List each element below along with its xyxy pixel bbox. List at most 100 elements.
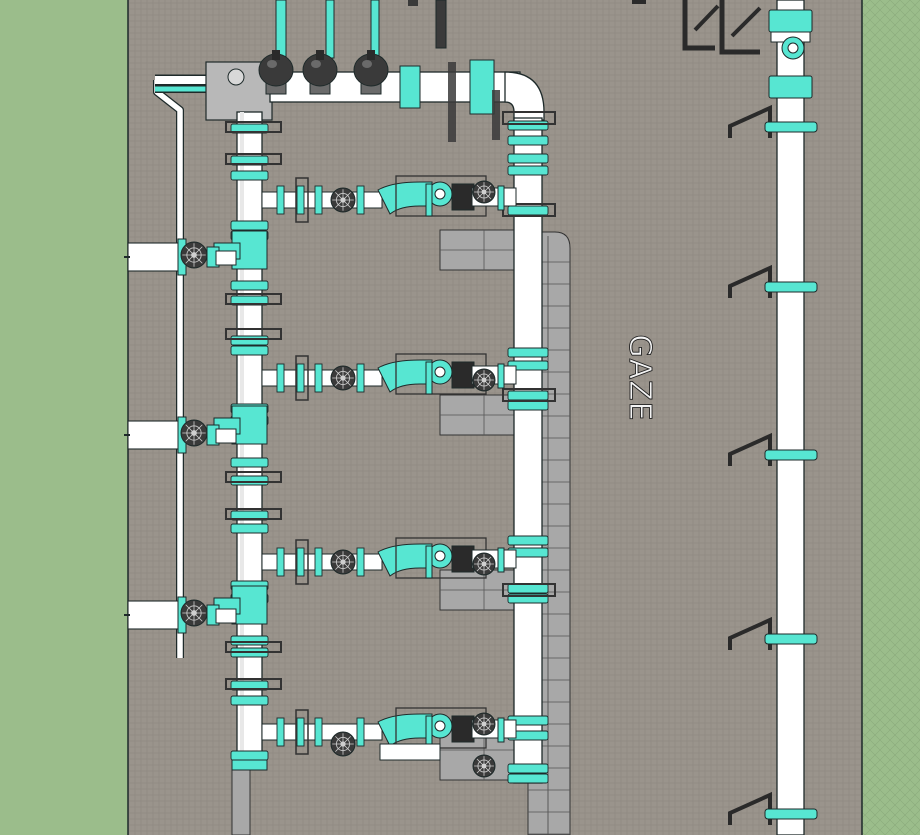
pipe-flange	[425, 545, 433, 579]
pipe-support	[295, 709, 309, 755]
pipe-flange	[296, 547, 305, 577]
pipe-bracket	[225, 471, 282, 483]
gas-tank	[353, 50, 389, 95]
pipe-bracket	[225, 678, 282, 690]
pipe-bracket	[502, 388, 556, 402]
left-grass	[0, 0, 128, 835]
pipe-bracket	[225, 293, 282, 305]
pipe-flange	[425, 183, 433, 217]
pipe-flange	[356, 185, 365, 215]
pipe-flange	[230, 695, 269, 706]
right-grass	[862, 0, 920, 835]
pipe-bracket	[225, 641, 282, 653]
top-header-pipe	[269, 59, 545, 142]
pipe-flange	[497, 185, 505, 211]
pipe-flange	[507, 347, 549, 358]
pipe-support	[295, 355, 309, 401]
pipe-flange	[230, 457, 269, 468]
pipe-clamp	[728, 432, 818, 466]
pump-motor	[451, 545, 475, 573]
pipe-support	[295, 539, 309, 585]
gate-valve-icon	[180, 241, 208, 269]
pipe-bracket	[225, 153, 282, 165]
pipe-clamp	[728, 264, 818, 298]
pipe-flange	[230, 750, 269, 761]
pipe-flange	[230, 635, 269, 646]
pump-branch	[261, 707, 517, 778]
pipe-flange	[230, 170, 269, 181]
gate-valve-icon	[180, 419, 208, 447]
pipe-bracket	[225, 121, 282, 133]
pipe-flange	[230, 523, 269, 534]
pipe-flange	[230, 335, 269, 346]
pipe-flange	[296, 185, 305, 215]
gate-valve-icon	[472, 180, 496, 204]
room-label: GAZE	[622, 334, 657, 421]
pipe-flange	[507, 763, 549, 774]
pipe-flange	[276, 363, 285, 393]
gas-tank	[302, 50, 338, 95]
gate-valve-icon	[472, 754, 496, 778]
pipe-flange	[507, 153, 549, 164]
pipe-flange	[507, 583, 549, 594]
right-header-flanges	[502, 111, 556, 784]
pipe-flange	[507, 390, 549, 401]
pipe-clamp	[728, 791, 818, 825]
pipe-flange	[425, 715, 433, 749]
pipe-bracket	[225, 508, 282, 520]
pipe-flange	[230, 220, 269, 231]
gate-valve-icon	[180, 599, 208, 627]
pipe-flange	[356, 363, 365, 393]
pipe-flange	[230, 475, 269, 486]
pipe-flange	[314, 185, 323, 215]
pipe-flange	[356, 547, 365, 577]
right-standalone-pipe	[768, 0, 813, 835]
right-header-pipe	[513, 117, 543, 784]
pipe-flange	[507, 135, 549, 146]
pipe-flange	[497, 717, 505, 743]
pipe-flange	[276, 185, 285, 215]
pump-branches	[261, 175, 517, 778]
pipe-flange	[507, 535, 549, 546]
pump-pad	[439, 229, 519, 271]
pipe-flange	[296, 363, 305, 393]
gate-valve-icon	[472, 552, 496, 576]
pipe-flange	[507, 400, 549, 411]
pipe-bracket	[502, 583, 556, 597]
pipe-flange	[507, 773, 549, 784]
pipe-flange	[230, 345, 269, 356]
gas-tanks	[258, 50, 389, 95]
pipe-clamp	[728, 104, 818, 138]
pipe-flange	[314, 547, 323, 577]
pipe-flange	[230, 280, 269, 291]
pipe-flange	[497, 363, 505, 389]
pump-return-pipe	[379, 743, 441, 761]
pipe-flange	[276, 717, 285, 747]
pipe-flange	[497, 547, 505, 573]
pump-motor	[451, 361, 475, 389]
pipe-bracket	[502, 111, 556, 125]
pump-branch	[261, 537, 517, 585]
wall-inlet	[124, 416, 237, 454]
pipe-flange	[356, 717, 365, 747]
pipe-flange	[507, 205, 549, 216]
wall-inlet	[124, 238, 237, 276]
gate-valve-icon	[330, 549, 356, 575]
pipe-flange	[314, 363, 323, 393]
pump-motor	[451, 183, 475, 211]
gate-valve-icon	[330, 731, 356, 757]
pipe-bracket	[225, 328, 282, 340]
gate-valve-icon	[472, 712, 496, 736]
pipe-flange	[314, 717, 323, 747]
pipe-flange	[507, 120, 549, 131]
right-pipe-clamps	[728, 104, 818, 825]
pump-branch	[261, 175, 517, 223]
bottom-slab	[231, 769, 251, 835]
wall-inlets	[124, 238, 237, 634]
pipe-flange	[296, 717, 305, 747]
pipe-end-cap	[231, 759, 268, 771]
gate-valve-icon	[330, 365, 356, 391]
pipe-flange	[425, 361, 433, 395]
pump-branch	[261, 353, 517, 401]
